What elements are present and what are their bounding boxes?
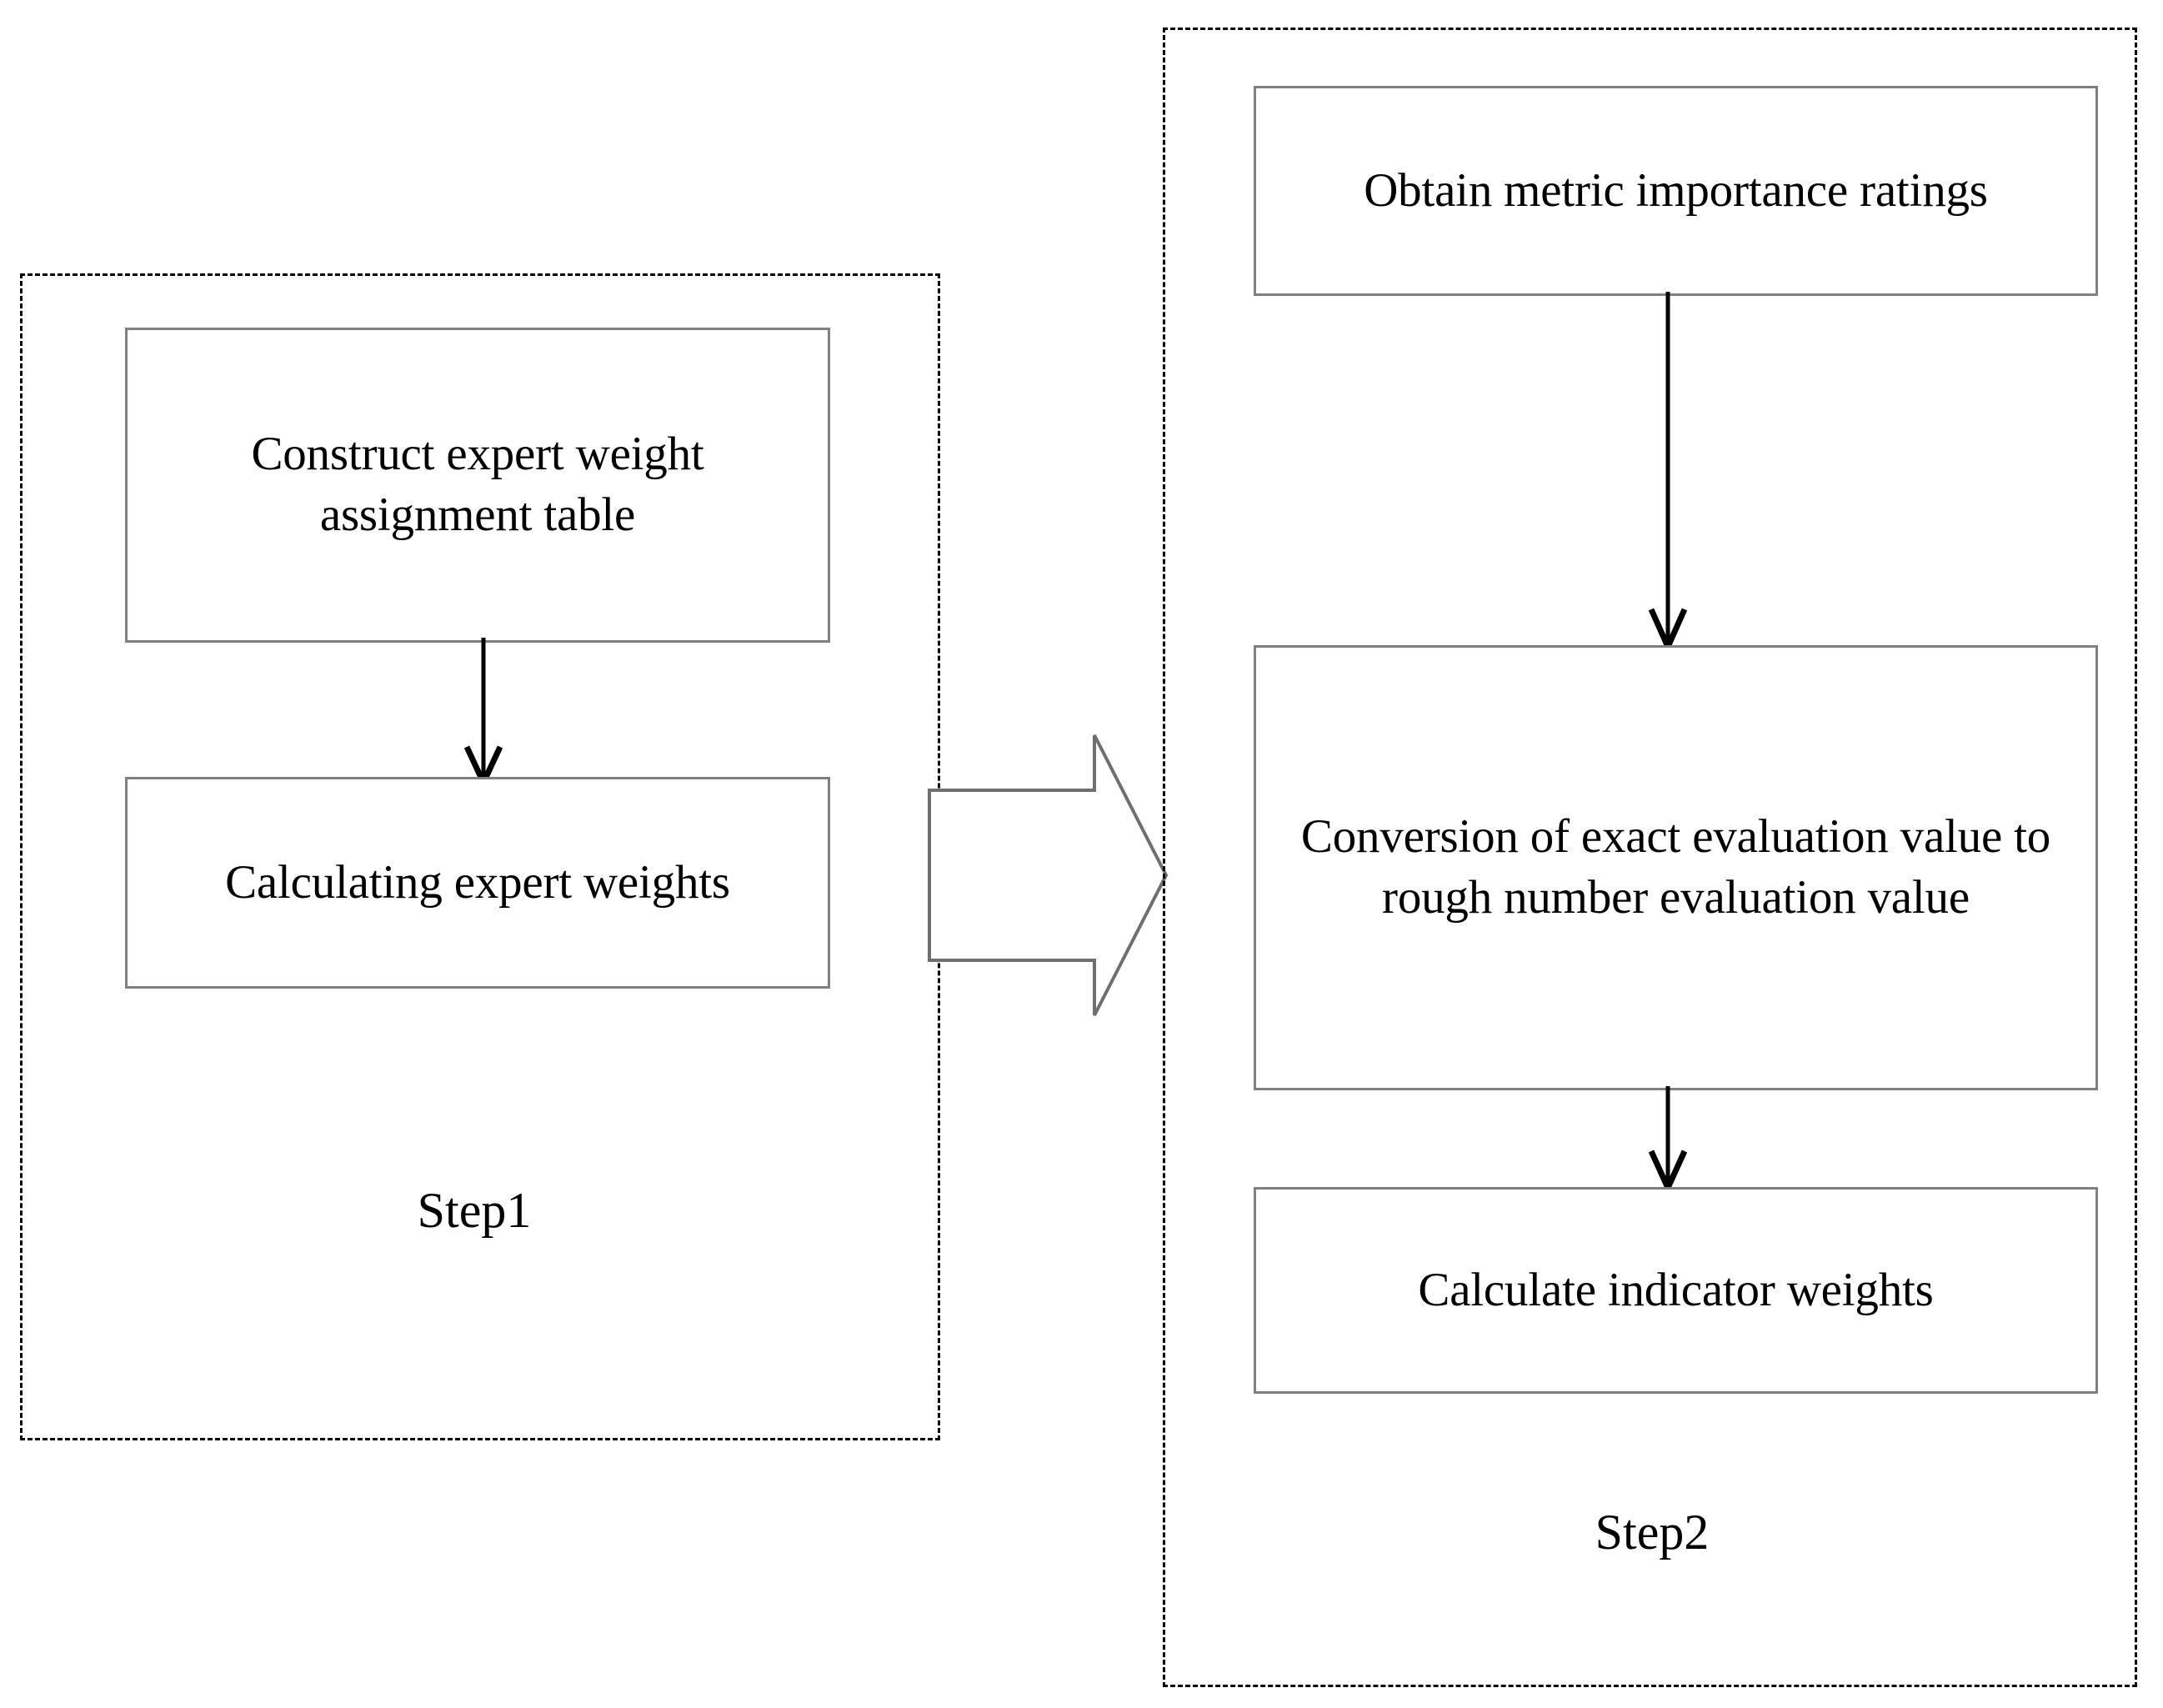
node-label: Calculate indicator weights <box>1418 1263 1934 1316</box>
node-label: Construct expert weight assignment table <box>251 428 704 541</box>
edge-obtain-ratings-to-conversion <box>1648 292 1688 654</box>
node-calculate-indicator-weights[interactable]: Calculate indicator weights <box>1254 1187 2098 1394</box>
step1-label: Step1 <box>417 1183 532 1238</box>
edge-construct-table-to-expert-weights <box>463 638 503 790</box>
step2-group-container <box>1163 28 2137 1687</box>
node-label: Conversion of exact evaluation value to … <box>1300 810 2051 924</box>
node-label: Calculating expert weights <box>225 855 730 909</box>
node-obtain-metric-importance-ratings[interactable]: Obtain metric importance ratings <box>1254 86 2098 296</box>
block-arrow-right-icon <box>928 734 1169 1016</box>
node-construct-expert-weight-assignment-table[interactable]: Construct expert weight assignment table <box>125 328 830 643</box>
node-label: Obtain metric importance ratings <box>1364 163 1988 217</box>
node-conversion-exact-to-rough-number[interactable]: Conversion of exact evaluation value to … <box>1254 645 2098 1090</box>
node-calculating-expert-weights[interactable]: Calculating expert weights <box>125 777 830 989</box>
edge-conversion-to-calculate-indicator-weights <box>1648 1086 1688 1195</box>
step2-label: Step2 <box>1595 1505 1710 1560</box>
